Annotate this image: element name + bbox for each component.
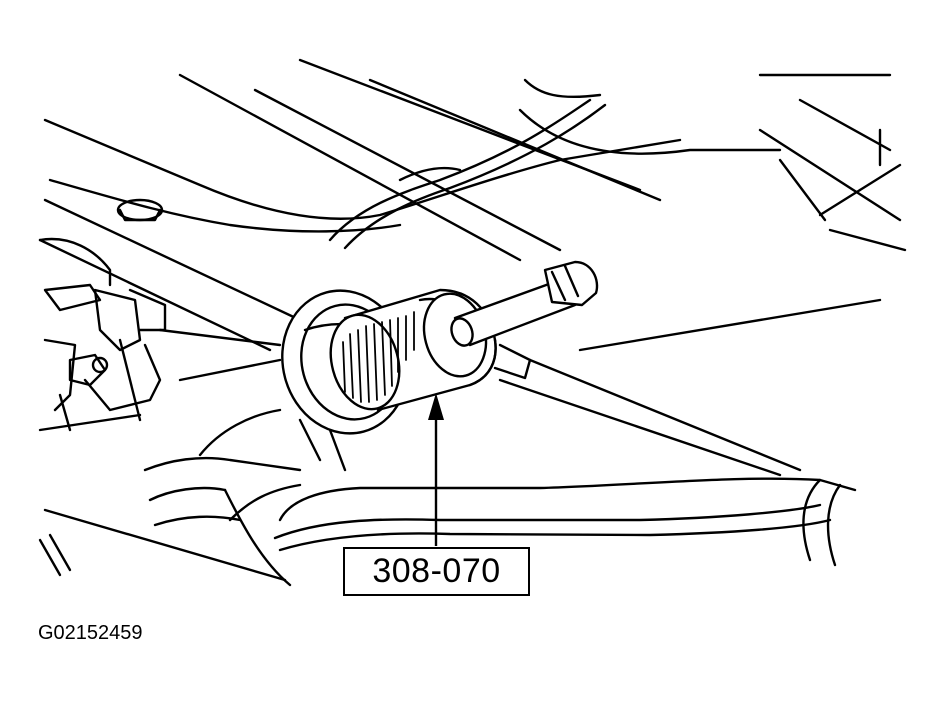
tool-splines: [342, 311, 415, 403]
figure-id: G02152459: [38, 622, 143, 644]
upper-panel-lines: [178, 58, 907, 262]
tool-number-label: 308-070: [343, 547, 530, 596]
cable-line: [38, 98, 682, 352]
bolt-head: [116, 198, 164, 222]
callout-arrow: [428, 393, 444, 546]
lower-structure: [38, 408, 347, 587]
lower-shield: [273, 298, 882, 567]
left-bracket: [38, 237, 282, 432]
tool-shaft: [450, 260, 599, 347]
